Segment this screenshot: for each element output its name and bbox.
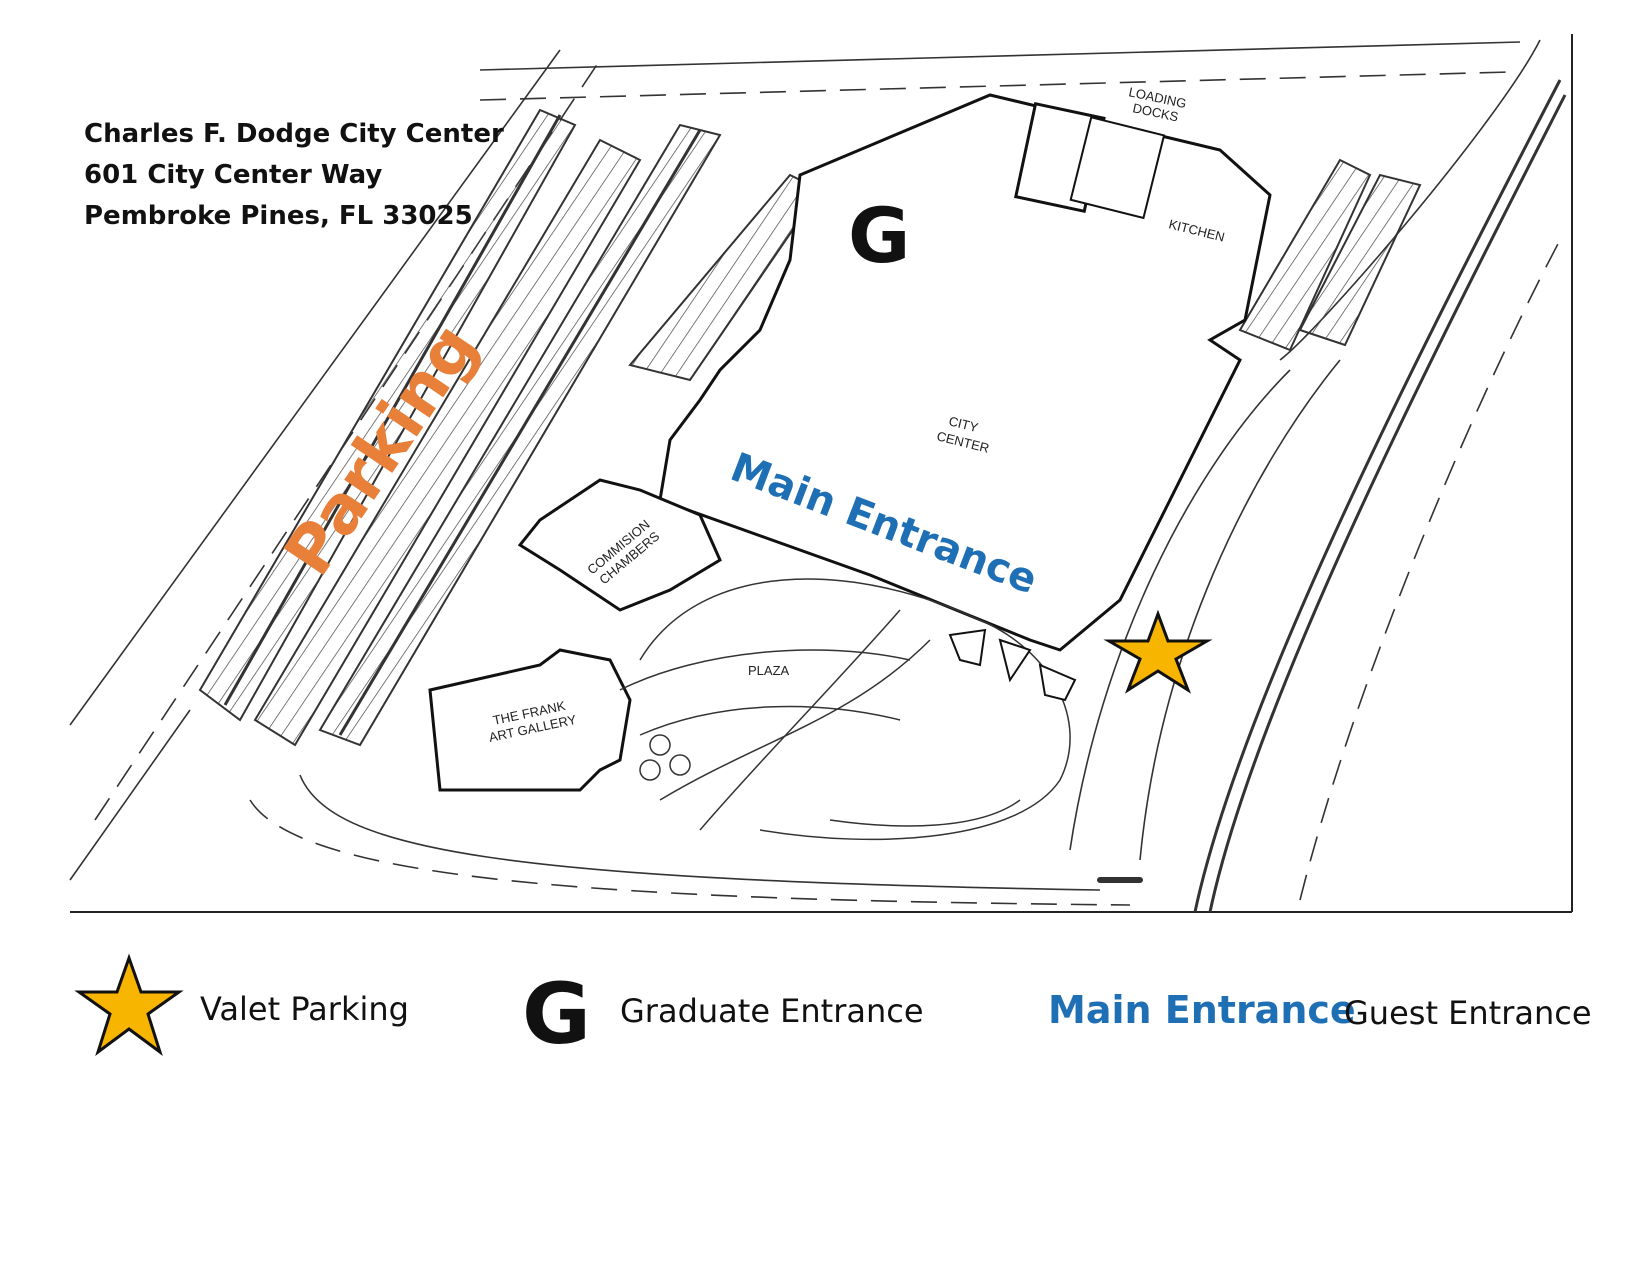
legend-valet-label: Valet Parking [200,990,409,1028]
street-address: 601 City Center Way [84,160,383,190]
legend-main-label: Guest Entrance [1344,994,1592,1032]
legend-graduate-label: Graduate Entrance [620,992,924,1030]
valet-star-icon [1103,609,1213,694]
plaza-label: PLAZA [748,663,790,678]
city-center-label: CITY [947,413,980,435]
legend-star-icon [74,953,184,1056]
site-boundary [70,34,1573,913]
graduate-entrance-marker: G [848,191,910,280]
address-block: Charles F. Dodge City Center 601 City Ce… [84,114,504,237]
legend-main-symbol: Main Entrance [1048,988,1356,1032]
commission-chambers-building [517,478,722,612]
venue-name: Charles F. Dodge City Center [84,119,504,149]
legend-graduate-symbol: G [522,965,591,1063]
city-center-building [658,93,1272,652]
city-state-zip: Pembroke Pines, FL 33025 [84,201,473,231]
plaza-area [619,578,1077,841]
art-gallery-building [428,648,632,792]
parking-lots [198,108,1422,747]
